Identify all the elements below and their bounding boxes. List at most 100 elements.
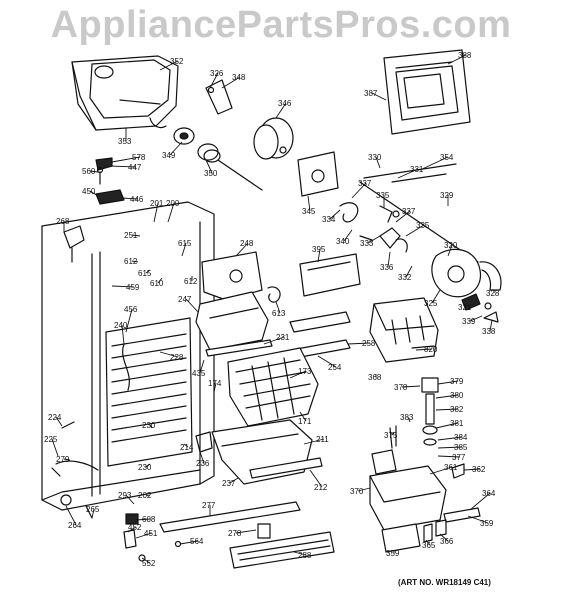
callout-number: 361 — [444, 463, 458, 472]
callout-number: 230 — [138, 463, 152, 472]
callout-number: 350 — [204, 169, 218, 178]
callout-number: 578 — [132, 153, 146, 162]
leader-line — [153, 202, 159, 223]
callout-number: 451 — [144, 529, 158, 538]
callout-number: 265 — [86, 505, 100, 514]
callout-number: 379 — [450, 377, 464, 386]
callout-number: 366 — [440, 537, 454, 546]
callout-number: 359 — [386, 549, 400, 558]
callout-number: 251 — [124, 231, 138, 240]
part-bracket-236 — [195, 431, 213, 453]
leader-line — [111, 285, 135, 288]
leader-line — [419, 156, 449, 171]
leader-line — [183, 443, 189, 448]
callout-number: 352 — [170, 57, 184, 66]
part-linkage — [339, 202, 408, 253]
callout-number: 224 — [48, 413, 62, 422]
leader-line — [121, 197, 139, 200]
callout-number: 334 — [322, 215, 336, 224]
leader-line — [131, 260, 139, 263]
leader-line — [435, 394, 459, 399]
callout-number: 279 — [56, 455, 70, 464]
part-dispenser-housing — [383, 49, 471, 135]
callout-number: 346 — [278, 99, 292, 108]
part-auger-motor — [253, 117, 294, 160]
callout-number: 240 — [114, 321, 128, 330]
part-screw-560 — [96, 166, 104, 185]
leader-line — [447, 54, 467, 65]
callout-number: 612 — [124, 257, 138, 266]
leader-line — [91, 508, 95, 519]
leader-line — [307, 195, 311, 212]
leader-line — [275, 102, 287, 119]
leader-line — [395, 210, 411, 223]
leader-line — [437, 446, 463, 449]
leader-line — [387, 251, 391, 268]
leader-line — [221, 76, 241, 89]
leader-line — [209, 72, 219, 89]
callout-number: 339 — [462, 317, 476, 326]
callout-number: 552 — [142, 559, 156, 568]
leader-line — [401, 385, 421, 388]
callout-number: 338 — [482, 327, 496, 336]
leader-line — [89, 170, 99, 173]
callout-number: 293 — [118, 491, 132, 500]
callout-number: 610 — [150, 279, 164, 288]
leader-line — [55, 416, 63, 427]
callout-number: 337 — [358, 179, 372, 188]
callout-number: 231 — [276, 333, 290, 342]
leader-line — [303, 438, 325, 445]
callout-number: 225 — [44, 435, 58, 444]
callout-number: 382 — [450, 405, 464, 414]
leader-line — [169, 141, 183, 156]
part-ice-bucket — [71, 55, 179, 131]
callout-number: 331 — [410, 165, 424, 174]
callout-number: 230 — [142, 421, 156, 430]
leader-line — [405, 224, 425, 237]
callout-number: 456 — [124, 305, 138, 314]
leader-line — [309, 469, 323, 488]
part-cam-assembly — [431, 248, 502, 298]
leader-line — [435, 422, 459, 429]
leader-line — [229, 477, 239, 484]
leader-line — [407, 416, 411, 423]
callout-number: 174 — [208, 379, 222, 388]
leader-line — [447, 244, 453, 257]
callout-number: 248 — [240, 239, 254, 248]
part-mount-plate — [297, 151, 339, 197]
leader-line — [125, 308, 133, 333]
callout-number: 277 — [202, 501, 216, 510]
callout-number: 362 — [472, 465, 486, 474]
leader-line — [289, 370, 307, 379]
leader-line — [181, 242, 187, 257]
callout-number: 201 — [150, 199, 164, 208]
callout-number: 384 — [454, 433, 468, 442]
callout-number: 452 — [128, 523, 142, 532]
leader-line — [127, 526, 137, 533]
part-coil-350 — [197, 143, 263, 191]
callout-number: 336 — [380, 263, 394, 272]
leader-line — [375, 156, 381, 169]
callout-number: 459 — [126, 283, 140, 292]
leader-line — [299, 411, 307, 422]
part-valve-stack — [389, 377, 439, 449]
callout-number: 615 — [178, 239, 192, 248]
leader-line — [351, 182, 367, 199]
callout-number: 612 — [184, 277, 198, 286]
callout-number: 435 — [192, 369, 206, 378]
callout-number: 329 — [440, 191, 454, 200]
leader-line — [263, 336, 285, 345]
callout-number: 345 — [302, 207, 316, 216]
leader-line — [435, 408, 459, 411]
callout-number: 447 — [128, 163, 142, 172]
leader-line — [125, 494, 135, 505]
callout-number: 446 — [130, 195, 144, 204]
leader-line — [121, 324, 125, 345]
leader-line — [371, 92, 387, 101]
leader-line — [145, 494, 151, 497]
part-rod-354 — [359, 163, 479, 263]
leader-line — [317, 248, 321, 263]
leader-line — [469, 492, 491, 511]
callout-number: 337 — [402, 207, 416, 216]
callout-number: 258 — [362, 339, 376, 348]
